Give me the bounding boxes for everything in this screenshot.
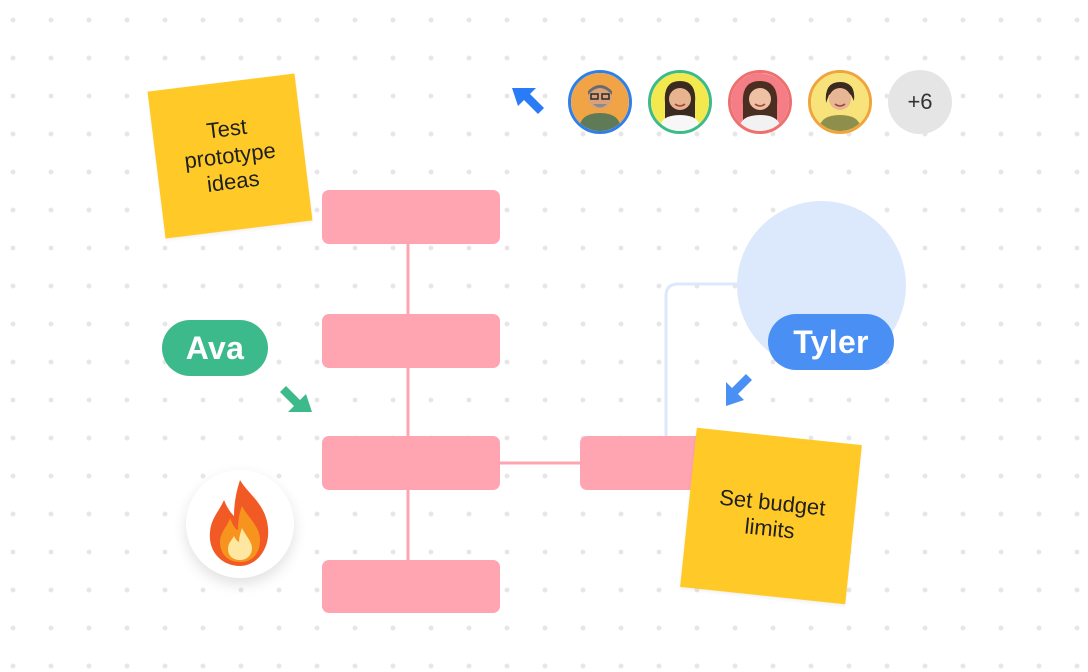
sticky-note-text: Set budget limits bbox=[718, 484, 827, 544]
avatar-collaborator-1[interactable] bbox=[568, 70, 632, 134]
flow-box-2[interactable] bbox=[322, 314, 500, 368]
flow-box-1[interactable] bbox=[322, 190, 500, 244]
avatar-collaborator-4[interactable] bbox=[808, 70, 872, 134]
more-collaborators-badge[interactable]: +6 bbox=[888, 70, 952, 134]
collaborator-label-tyler: Tyler bbox=[768, 314, 894, 370]
avatar-collaborator-2[interactable] bbox=[648, 70, 712, 134]
fire-reaction-badge[interactable] bbox=[186, 470, 294, 578]
blue-connector bbox=[664, 282, 742, 438]
cursor-arrow-icon bbox=[726, 374, 752, 406]
flow-box-4[interactable] bbox=[322, 560, 500, 613]
avatar-collaborator-3[interactable] bbox=[728, 70, 792, 134]
sticky-note-prototype[interactable]: Test prototype ideas bbox=[147, 73, 313, 239]
cursor-arrow-icon bbox=[280, 386, 312, 412]
fire-icon bbox=[209, 480, 269, 566]
cursor-arrow-icon bbox=[512, 88, 544, 114]
flow-box-3[interactable] bbox=[322, 436, 500, 490]
sticky-note-text: Test prototype ideas bbox=[182, 114, 277, 198]
collaborator-label-ava: Ava bbox=[162, 320, 268, 376]
sticky-note-budget[interactable]: Set budget limits bbox=[680, 427, 862, 605]
